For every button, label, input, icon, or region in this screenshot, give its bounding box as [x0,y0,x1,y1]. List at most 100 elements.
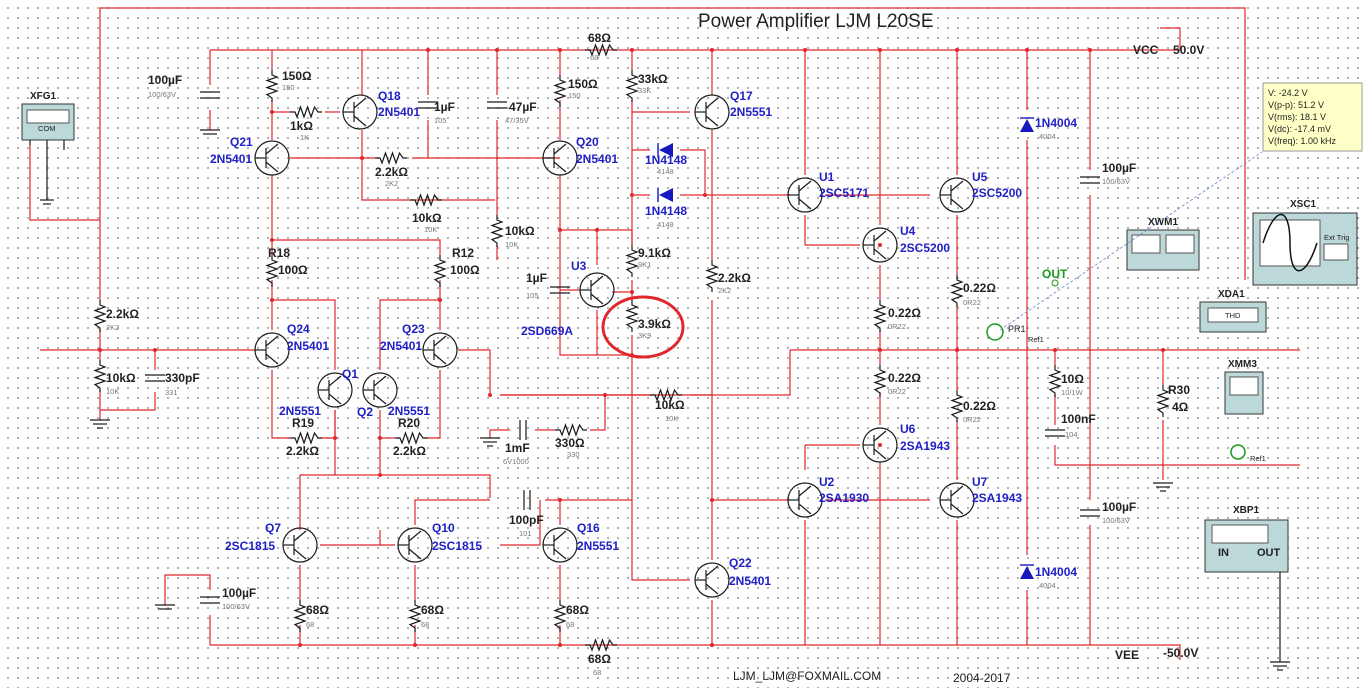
instrument-xda1[interactable]: XDA1 THD [1199,289,1267,333]
r30-ref: R30 [1168,383,1190,397]
r68c-symbol[interactable] [553,600,567,632]
r30-symbol[interactable] [1156,385,1170,417]
q16-transistor[interactable] [542,527,578,563]
r150b-symbol[interactable] [553,75,567,107]
page-title: Power Amplifier LJM L20SE [698,11,934,32]
r150a-label: 150Ω [282,69,312,83]
r10z-symbol[interactable] [1048,365,1062,397]
instrument-xmm3[interactable]: XMM3 [1224,359,1264,415]
u7-transistor[interactable] [939,482,975,518]
probe-icon[interactable] [986,323,1004,341]
xmm3-label: XMM3 [1228,359,1257,370]
r18-symbol[interactable] [265,255,279,287]
q1-transistor[interactable] [317,372,353,408]
r68bot-label: 68Ω [588,652,611,666]
r022b-symbol[interactable] [873,365,887,397]
u2-transistor[interactable] [787,482,823,518]
r10k_a-symbol[interactable] [410,193,442,207]
r68top-symbol[interactable] [585,43,617,57]
q1-part: 2N5551 [279,404,321,418]
instrument-xfg1[interactable]: XFG1 COM [21,91,75,205]
r20-ref: R20 [398,416,420,430]
q2-transistor[interactable] [362,372,398,408]
u4-transistor[interactable] [862,227,898,263]
instrument-xwm1[interactable]: XWM1 [1126,217,1200,271]
d4-symbol[interactable] [1020,566,1034,579]
probe2-icon[interactable] [1230,444,1246,460]
r20-symbol[interactable] [395,431,427,445]
r22k_in-label: 2.2kΩ [106,307,139,321]
d1-symbol[interactable] [659,143,673,157]
q16-part: 2N5551 [577,539,619,553]
q17-part: 2N5551 [730,105,772,119]
r68b-symbol[interactable] [408,600,422,632]
r39k-symbol[interactable] [625,300,639,332]
r12-ref: R12 [452,246,474,260]
u6-transistor[interactable] [862,427,898,463]
r33k-label: 33kΩ [638,72,668,86]
r022c-symbol[interactable] [950,275,964,307]
r91k-symbol[interactable] [625,245,639,277]
d3-model: 4004 [1039,132,1056,141]
r1k-model: 1K [300,133,309,142]
u6-part: 2SA1943 [900,439,950,453]
r10k_fb-symbol[interactable] [650,388,682,402]
instrument-xbp1[interactable]: XBP1 IN OUT [1204,505,1289,573]
r33k-symbol[interactable] [625,70,639,102]
r10k_a-model: 10K [424,225,437,234]
u3-transistor[interactable] [579,272,615,308]
vcc-label: VCC [1133,43,1159,57]
r022a-symbol[interactable] [873,300,887,332]
q20-transistor[interactable] [542,140,578,176]
r22k_b-symbol[interactable] [705,260,719,292]
r1k-symbol[interactable] [290,105,322,119]
r12-value: 100Ω [450,263,480,277]
u1-transistor[interactable] [787,177,823,213]
r68top-model: 68 [590,53,598,62]
r150a-symbol[interactable] [265,70,279,102]
q17-transistor[interactable] [694,94,730,130]
d2-symbol[interactable] [659,188,673,202]
r39k-model: 3K9 [638,331,651,340]
c100a-model: 100/63V [148,90,176,99]
q22-part: 2N5401 [729,574,771,588]
r10k_fb-label: 10kΩ [655,398,685,412]
r022d-symbol[interactable] [950,390,964,422]
instrument-xsc1[interactable]: XSC1 Ext Trig [1252,199,1358,286]
q18-transistor[interactable] [342,94,378,130]
r19-symbol[interactable] [290,431,322,445]
q22-transistor[interactable] [694,562,730,598]
r10k_in-symbol[interactable] [93,360,107,392]
q16-ref: Q16 [577,521,600,535]
c100d-model: 100/63V [222,602,250,611]
footer-years: 2004-2017 [953,671,1011,685]
r022b-model: 0R22 [888,387,906,396]
c100c-label: 100µF [1102,500,1136,514]
d1-model: 4148 [657,167,674,176]
q10-transistor[interactable] [397,527,433,563]
r12-symbol[interactable] [433,255,447,287]
q10-part: 2SC1815 [432,539,482,553]
r22k_a-symbol[interactable] [375,151,407,165]
q2-ref: Q2 [357,405,373,419]
q10-ref: Q10 [432,521,455,535]
q21-transistor[interactable] [254,140,290,176]
q24-transistor[interactable] [254,332,290,368]
q7-transistor[interactable] [282,527,318,563]
components [93,43,1170,652]
c330p-model: 331 [165,388,178,397]
r10k_b-symbol[interactable] [490,215,504,247]
r022c-label: 0.22Ω [963,281,996,295]
d3-symbol[interactable] [1020,119,1034,132]
u2-part: 2SA1930 [819,491,869,505]
r68bot-symbol[interactable] [585,638,617,652]
q23-transistor[interactable] [422,332,458,368]
u5-transistor[interactable] [939,177,975,213]
u7-part: 2SA1943 [972,491,1022,505]
r1k-label: 1kΩ [290,119,313,133]
r68a-symbol[interactable] [293,600,307,632]
r330-symbol[interactable] [555,423,587,437]
r22k_in-symbol[interactable] [93,300,107,332]
